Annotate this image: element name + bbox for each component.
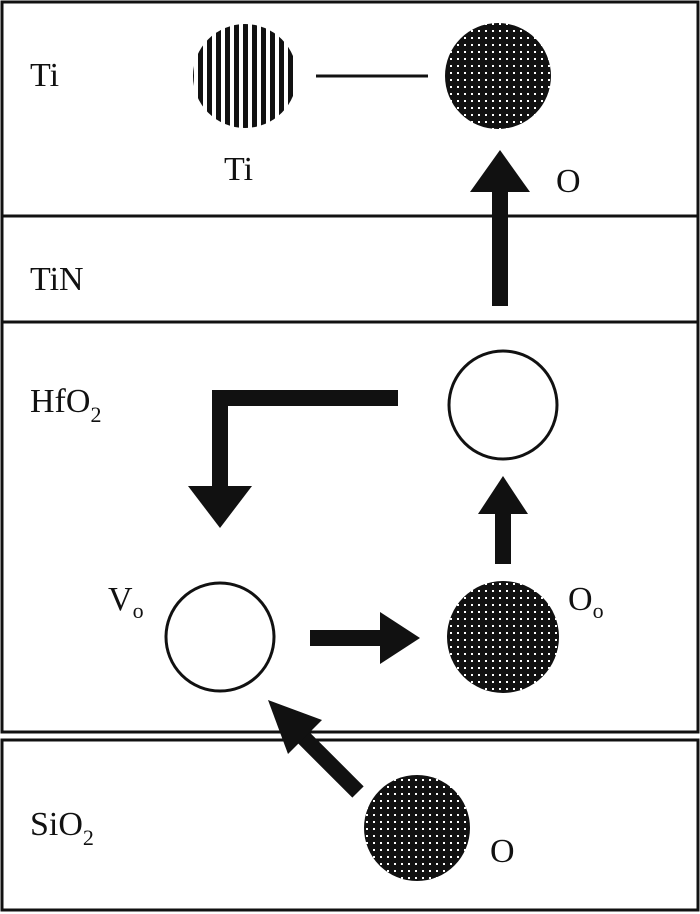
ti-layer [0, 0, 700, 218]
o-atom-in-sio2 [364, 775, 470, 881]
lattice-oxygen-label: Oo [568, 581, 604, 623]
right-arrow-shaft [310, 630, 386, 646]
vacancy-label-main: V [108, 581, 133, 618]
diagonal-arrow-shaft [294, 728, 364, 798]
up-arrow-head-short [478, 476, 528, 514]
sio2-layer [0, 738, 700, 912]
ti-atom-label: Ti [224, 151, 253, 188]
l-arrow-horizontal [212, 390, 398, 406]
right-arrow-head [380, 612, 420, 664]
tin-layer-label: TiN [30, 261, 84, 298]
vacancy-label: Vo [108, 581, 144, 623]
hfo2-layer [0, 320, 700, 734]
o-atom-in-sio2-label: O [490, 833, 515, 870]
ti-atom [193, 24, 297, 128]
up-arrow-shaft-short [495, 510, 511, 564]
up-arrow-shaft-long [492, 190, 508, 306]
up-arrow-head-long [470, 150, 530, 192]
hfo2-layer-label: HfO2 [30, 383, 101, 427]
sio2-layer-label: SiO2 [30, 806, 94, 850]
lattice-oxygen-label-sub: o [593, 598, 604, 623]
vacancy-label-sub: o [133, 598, 144, 623]
ti-layer-label: Ti [30, 57, 59, 94]
empty-site-upper [447, 349, 559, 461]
sio2-label-main: SiO [30, 806, 83, 843]
hfo2-label-main: HfO [30, 383, 90, 420]
sio2-label-sub: 2 [83, 825, 94, 850]
o-atom-in-ti [445, 23, 551, 129]
vacancy-site [164, 581, 276, 693]
o-atom-in-ti-label: O [556, 163, 581, 200]
hfo2-label-sub: 2 [90, 402, 101, 427]
l-arrow-vertical [212, 390, 228, 490]
lattice-oxygen-atom [447, 581, 559, 693]
lattice-oxygen-label-main: O [568, 581, 593, 618]
tin-layer [0, 214, 700, 324]
l-arrow-head [188, 486, 252, 528]
diagonal-arrow-head [268, 700, 322, 754]
